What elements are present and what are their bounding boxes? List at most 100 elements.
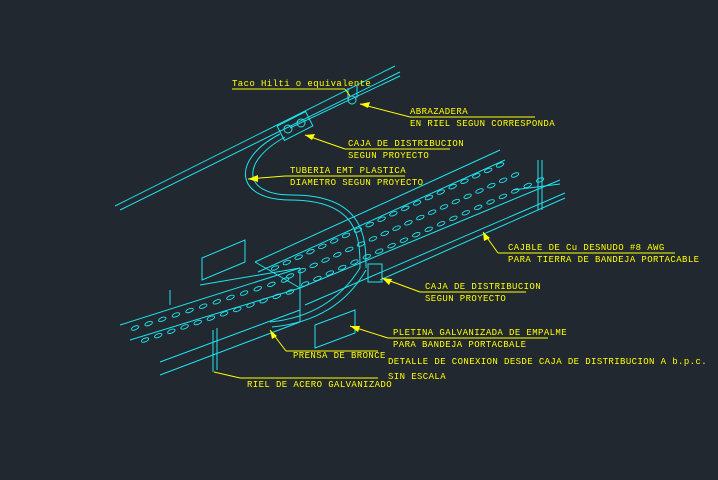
perforation (246, 302, 255, 308)
label-caja-top-2: SEGUN PROYECTO (348, 151, 429, 161)
perforation (297, 267, 307, 274)
perforation (483, 167, 493, 174)
perforation (267, 281, 276, 288)
perforation (309, 262, 318, 269)
label-abrazadera-2: EN RIEL SEGUN CORRESPONDA (410, 119, 555, 129)
perforation (510, 172, 520, 178)
label-cable: CAJBLE DE Cu DESNUDO #8 AWG (508, 243, 665, 253)
perforation (337, 264, 347, 271)
perforation (424, 226, 433, 232)
perforation (362, 253, 372, 260)
perforation (377, 216, 386, 222)
perforation (448, 183, 457, 190)
perforation (325, 270, 334, 276)
perforation (472, 173, 481, 179)
perforation (412, 200, 422, 206)
perforation (280, 277, 290, 283)
perforation (239, 290, 249, 296)
perforation (498, 177, 508, 184)
perforation (389, 211, 398, 217)
perforation (365, 221, 374, 228)
perforation (498, 193, 508, 200)
perforation (185, 307, 194, 314)
perforation (436, 221, 446, 227)
perforation (206, 315, 216, 321)
perforation (318, 243, 327, 250)
perforation (285, 289, 295, 295)
perforation (282, 259, 292, 266)
perforation (306, 249, 315, 255)
label-abrazadera: ABRAZADERA (410, 107, 468, 117)
perforation (416, 214, 425, 221)
perforation (233, 306, 242, 313)
perforation (350, 259, 359, 265)
label-caja-bot: CAJA DE DISTRIBUCION (425, 282, 541, 292)
label-escala: SIN ESCALA (388, 372, 446, 382)
upper-rail (114, 65, 401, 211)
perforation (341, 232, 351, 239)
perforation (130, 325, 140, 331)
perforation (294, 254, 303, 260)
perforation (495, 162, 505, 168)
perforation (387, 242, 396, 249)
perforation (198, 303, 208, 309)
perforation (212, 299, 222, 305)
perforation (412, 232, 421, 238)
perforation (487, 182, 496, 189)
label-caja-top: CAJA DE DISTRIBUCION (348, 139, 464, 149)
leaders (213, 88, 675, 379)
perforation (461, 210, 471, 216)
perforation (463, 193, 472, 199)
perforation (259, 298, 268, 304)
perforation (486, 199, 495, 205)
perforation (439, 204, 449, 210)
perforation (353, 227, 363, 233)
perforation (171, 312, 181, 318)
perforation (460, 178, 469, 184)
perforation (424, 194, 434, 201)
label-prensa: PRENSA DE BRONCE (293, 351, 386, 361)
perforation (473, 204, 483, 211)
perforation (368, 236, 378, 242)
perforation (285, 273, 295, 279)
perforation (313, 275, 322, 282)
label-pletina-2: PARA BANDEJA PORTACBALE (393, 340, 526, 350)
perforation (167, 328, 176, 334)
perforation (401, 205, 410, 212)
perforation (392, 225, 401, 231)
perforation (329, 238, 339, 244)
perforation (153, 332, 163, 339)
perforation (449, 215, 458, 222)
perforation (321, 257, 330, 263)
label-pletina: PLETINA GALVANIZADA DE EMPALME (393, 328, 567, 338)
perforation (226, 294, 235, 301)
perforation (158, 316, 167, 322)
label-tuberia: TUBERIA EMT PLASTICA (290, 166, 406, 176)
perforation (144, 320, 153, 327)
upper-cable-tray (254, 149, 566, 306)
perforation (475, 188, 484, 194)
label-cable-2: PARA TIERRA DE BANDEJA PORTACABLE (508, 255, 699, 265)
perforation (404, 220, 413, 226)
perforation (180, 324, 189, 330)
perforation (523, 182, 532, 189)
splice-plates (169, 239, 383, 372)
perforation (436, 189, 446, 195)
tray-perforations (130, 162, 545, 343)
perforation (253, 286, 262, 292)
perforation (333, 252, 342, 258)
perforation (511, 188, 520, 194)
emt-conduit (244, 133, 367, 328)
perforation (451, 198, 461, 205)
perforation (535, 177, 545, 183)
perforation (427, 209, 437, 215)
perforation (300, 281, 310, 287)
perforation (356, 241, 366, 247)
lower-cable-tray (119, 267, 301, 376)
perforation (374, 248, 384, 254)
label-tuberia-2: DIAMETRO SEGUN PROYECTO (290, 178, 423, 188)
perforation (270, 265, 280, 271)
perforation (272, 293, 282, 300)
